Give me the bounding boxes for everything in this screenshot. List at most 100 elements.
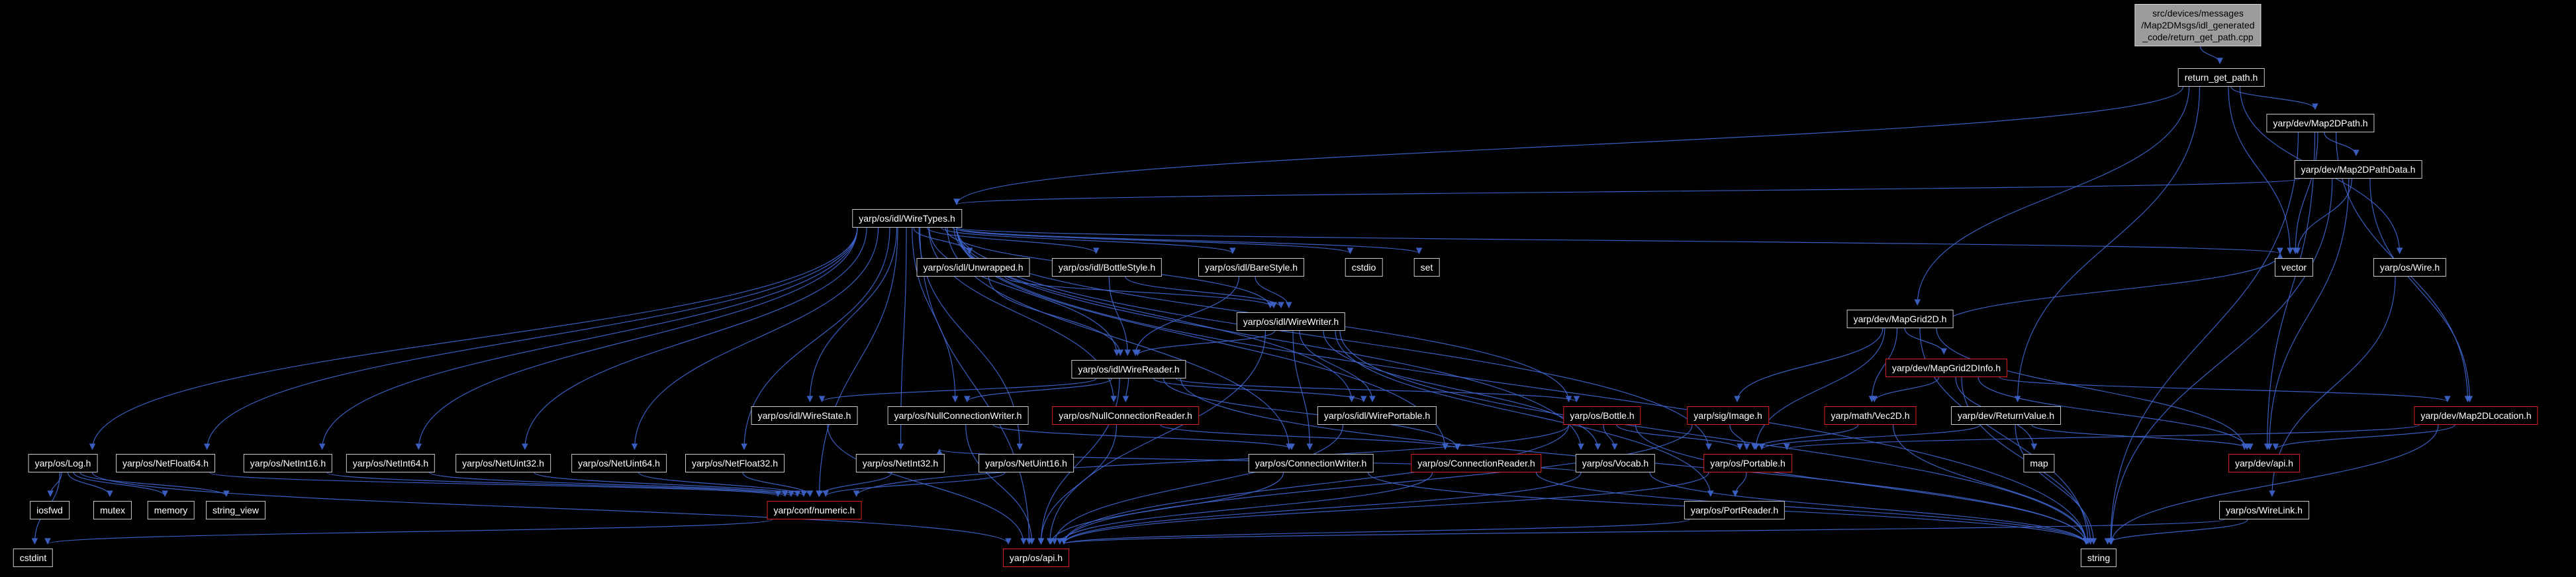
node-wirelink[interactable]: yarp/os/WireLink.h <box>2219 501 2309 519</box>
node-rgp[interactable]: return_get_path.h <box>2177 68 2265 87</box>
node-bottlestyle[interactable]: yarp/os/idl/BottleStyle.h <box>1051 258 1163 277</box>
edge-mapgrid2dinfo-to-map2dlocation <box>1999 377 2451 402</box>
node-label: set <box>1420 262 1433 273</box>
edge-wiretypes-to-unwrapped <box>913 227 973 254</box>
node-label: yarp/os/ConnectionWriter.h <box>1255 458 1367 468</box>
edge-rgp-to-returnvalue <box>2014 86 2201 402</box>
node-iosfwd[interactable]: iosfwd <box>30 501 70 519</box>
edge-returnvalue-to-portable <box>1758 424 1981 450</box>
edge-wirelink-to-osapi <box>1061 519 2225 545</box>
edge-wirereader-to-wireportable <box>1153 378 1367 402</box>
node-m2dpath[interactable]: yarp/dev/Map2DPath.h <box>2266 114 2375 132</box>
edge-wirereader-to-bottle <box>1175 378 1580 402</box>
edge-m2dpathdata-to-string <box>2108 178 2333 545</box>
edge-wirestate-to-osapi <box>827 424 1027 545</box>
node-cstdint[interactable]: cstdint <box>13 549 54 567</box>
node-label: yarp/os/idl/WireTypes.h <box>859 213 955 224</box>
edge-connectionreader-to-string <box>1535 472 2089 545</box>
node-image[interactable]: yarp/sig/Image.h <box>1687 406 1769 425</box>
node-netint64[interactable]: yarp/os/NetInt64.h <box>346 454 436 472</box>
edge-mapgrid2d-to-portable <box>1752 328 1885 450</box>
node-netfloat32[interactable]: yarp/os/NetFloat32.h <box>685 454 785 472</box>
node-connectionwriter[interactable]: yarp/os/ConnectionWriter.h <box>1248 454 1374 472</box>
node-map2dlocation[interactable]: yarp/dev/Map2DLocation.h <box>2414 406 2538 425</box>
node-label: yarp/os/idl/WireReader.h <box>1078 364 1180 375</box>
node-label: yarp/dev/MapGrid2DInfo.h <box>1891 363 2001 373</box>
node-label: yarp/os/NetUint32.h <box>462 458 544 468</box>
node-netuint64[interactable]: yarp/os/NetUint64.h <box>571 454 667 472</box>
node-vocab[interactable]: yarp/os/Vocab.h <box>1575 454 1656 472</box>
node-unwrapped[interactable]: yarp/os/idl/Unwrapped.h <box>916 258 1030 277</box>
node-wirereader[interactable]: yarp/os/idl/WireReader.h <box>1071 360 1186 378</box>
node-mapgrid2d[interactable]: yarp/dev/MapGrid2D.h <box>1846 310 1954 328</box>
node-label: yarp/os/NullConnectionReader.h <box>1059 410 1192 421</box>
node-netuint32[interactable]: yarp/os/NetUint32.h <box>455 454 551 472</box>
edge-wirewriter-to-wireportable <box>1299 330 1376 402</box>
edge-m2dpath-to-m2dpathdata <box>2324 132 2360 156</box>
node-nullconnectionreader[interactable]: yarp/os/NullConnectionReader.h <box>1052 406 1199 425</box>
node-netint16[interactable]: yarp/os/NetInt16.h <box>243 454 333 472</box>
node-log[interactable]: yarp/os/Log.h <box>28 454 98 472</box>
node-netfloat64[interactable]: yarp/os/NetFloat64.h <box>116 454 215 472</box>
node-stringview[interactable]: string_view <box>205 501 266 519</box>
edge-mapgrid2dinfo-to-vec2d <box>1871 377 1940 402</box>
node-label: yarp/dev/MapGrid2D.h <box>1853 314 1947 324</box>
edge-map2dlocation-to-string <box>2108 424 2439 545</box>
node-memory[interactable]: memory <box>147 501 195 519</box>
edge-barestyle-to-wirewriter <box>1255 276 1292 308</box>
edge-netuint32-to-numeric <box>534 472 801 497</box>
node-wirewriter[interactable]: yarp/os/idl/WireWriter.h <box>1236 312 1346 331</box>
node-wire[interactable]: yarp/os/Wire.h <box>2373 258 2447 277</box>
node-vec2d[interactable]: yarp/math/Vec2D.h <box>1824 406 1917 425</box>
edge-wirereader-to-wirestate <box>818 378 1097 402</box>
node-wireportable[interactable]: yarp/os/idl/WirePortable.h <box>1317 406 1437 425</box>
edge-portable-to-portreader <box>1732 472 1747 497</box>
node-label: yarp/os/Portable.h <box>1710 458 1786 468</box>
node-label: yarp/os/api.h <box>1009 553 1063 563</box>
node-wiretypes[interactable]: yarp/os/idl/WireTypes.h <box>852 209 962 228</box>
edge-wiretypes-to-barestyle <box>941 227 1236 254</box>
edge-bottle-to-string <box>1635 424 2089 545</box>
node-vector[interactable]: vector <box>2274 258 2314 277</box>
node-m2dpathdata[interactable]: yarp/dev/Map2DPathData.h <box>2294 160 2422 179</box>
node-label: iosfwd <box>36 505 63 515</box>
edge-wiretypes-to-wirestate <box>806 227 898 402</box>
edge-mapgrid2d-to-devapi <box>1936 328 2248 450</box>
node-label: return_get_path.h <box>2184 72 2258 83</box>
node-label: yarp/os/NetFloat64.h <box>122 458 209 468</box>
edge-m2dpathdata-to-map2dlocation <box>2369 178 2473 402</box>
node-label: memory <box>154 505 188 515</box>
node-osapi[interactable]: yarp/os/api.h <box>1002 549 1070 567</box>
node-cstdio[interactable]: cstdio <box>1345 258 1383 277</box>
edge-wiretypes-to-vector <box>956 227 2283 254</box>
node-nullconnectionwriter[interactable]: yarp/os/NullConnectionWriter.h <box>887 406 1029 425</box>
node-label: yarp/os/Vocab.h <box>1582 458 1649 468</box>
edge-wirewriter-to-connectionwriter <box>1292 330 1313 450</box>
node-label: yarp/os/ConnectionReader.h <box>1417 458 1535 468</box>
node-set[interactable]: set <box>1413 258 1440 277</box>
node-returnvalue[interactable]: yarp/dev/ReturnValue.h <box>1950 406 2062 425</box>
edge-nullconnectionreader-to-connectionreader <box>1160 424 1460 450</box>
node-portable[interactable]: yarp/os/Portable.h <box>1703 454 1792 472</box>
node-label: yarp/sig/Image.h <box>1693 410 1762 421</box>
edge-bottle-to-osapi <box>1061 424 1570 545</box>
node-label: cstdint <box>19 553 47 563</box>
node-mapgrid2dinfo[interactable]: yarp/dev/MapGrid2DInfo.h <box>1885 359 2008 377</box>
node-barestyle[interactable]: yarp/os/idl/BareStyle.h <box>1198 258 1305 277</box>
edge-m2dpath-to-devapi <box>2264 132 2316 450</box>
edge-wirewriter-to-wirereader <box>1134 330 1276 356</box>
node-bottle[interactable]: yarp/os/Bottle.h <box>1563 406 1641 425</box>
node-netuint16[interactable]: yarp/os/NetUint16.h <box>978 454 1074 472</box>
node-portreader[interactable]: yarp/os/PortReader.h <box>1684 501 1786 519</box>
node-mutex[interactable]: mutex <box>93 501 132 519</box>
node-wirestate[interactable]: yarp/os/idl/WireState.h <box>751 406 858 425</box>
node-label: yarp/os/NetUint16.h <box>985 458 1067 468</box>
node-connectionreader[interactable]: yarp/os/ConnectionReader.h <box>1411 454 1542 472</box>
node-map[interactable]: map <box>2023 454 2055 472</box>
edge-m2dpathdata-to-vector <box>2294 178 2352 254</box>
node-devapi[interactable]: yarp/dev/api.h <box>2228 454 2300 472</box>
node-numeric[interactable]: yarp/conf/numeric.h <box>767 501 862 519</box>
node-string[interactable]: string <box>2080 549 2117 567</box>
node-netint32[interactable]: yarp/os/NetInt32.h <box>855 454 945 472</box>
